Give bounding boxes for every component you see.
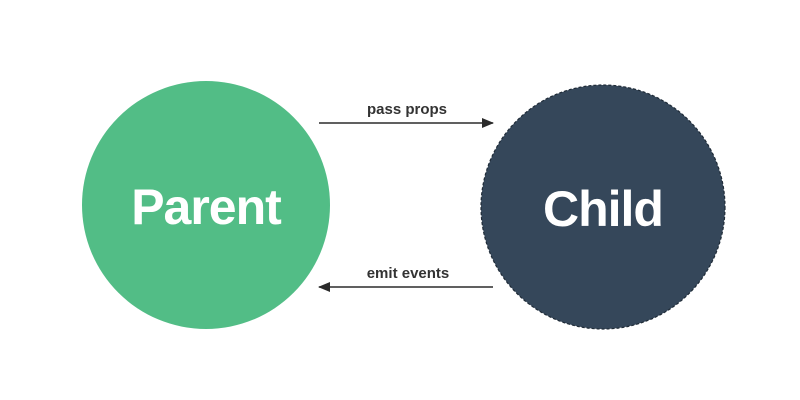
- pass-props-edge: pass props: [319, 101, 494, 128]
- emit-events-edge: emit events: [318, 265, 493, 292]
- child-node: Child: [480, 84, 726, 330]
- parent-circle: [82, 81, 330, 329]
- pass-props-label: pass props: [367, 101, 447, 118]
- child-label: Child: [543, 181, 663, 237]
- child-circle: [480, 84, 726, 330]
- emit-events-label: emit events: [367, 265, 450, 282]
- parent-label: Parent: [131, 179, 282, 235]
- parent-node: Parent: [82, 81, 330, 329]
